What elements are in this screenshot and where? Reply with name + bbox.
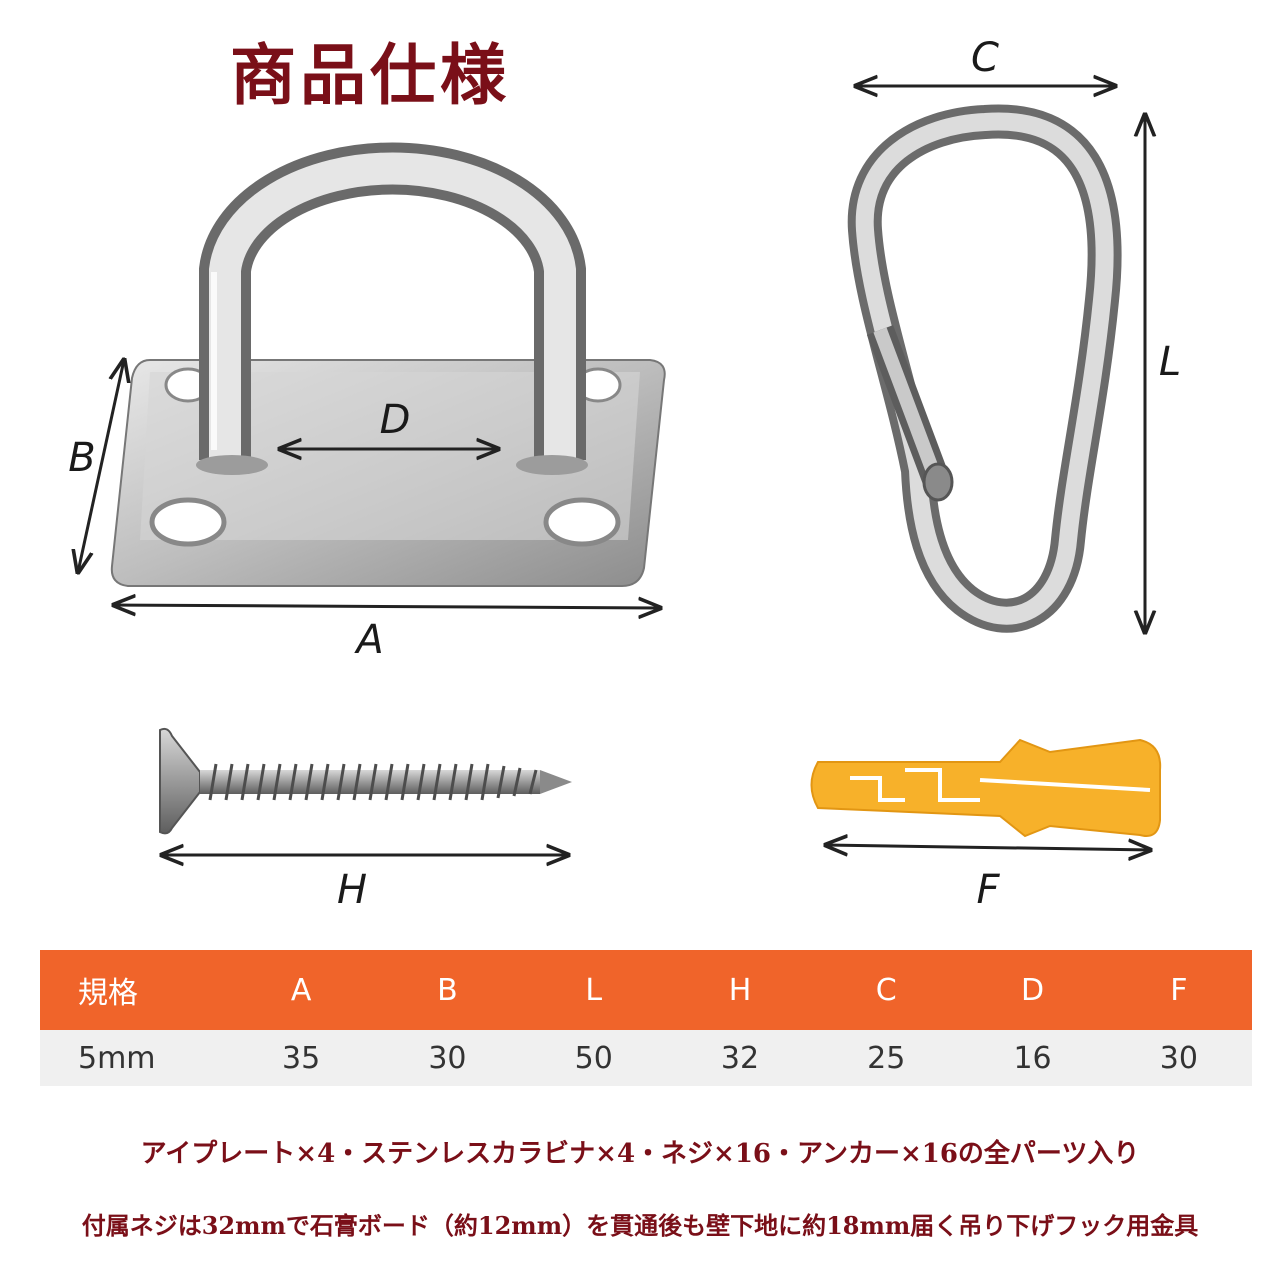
- dimension-label-d: D: [379, 397, 411, 443]
- spec-table-header-row: 規格 A B L H C D F: [40, 950, 1252, 1030]
- dimension-label-h: H: [336, 867, 368, 913]
- page-title: 商品仕様: [230, 37, 510, 114]
- table-cell: 32: [666, 1030, 814, 1086]
- product-illustrations: [0, 0, 1162, 940]
- screw-image: [159, 727, 572, 835]
- header-cell: L: [520, 950, 667, 1030]
- carabiner-image: [847, 104, 1122, 633]
- header-cell: A: [228, 950, 375, 1030]
- table-cell: 30: [374, 1030, 521, 1086]
- spec-table: 規格 A B L H C D F 5mm 35 30 50 32 25 16 3…: [40, 950, 1252, 1086]
- header-cell: B: [374, 950, 521, 1030]
- dimension-label-c: C: [971, 35, 999, 81]
- screw-length-note: 付属ネジは32mmで石膏ボード（約12mm）を貫通後も壁下地に約18mm届く吊り…: [81, 1211, 1199, 1240]
- dimension-arrows: [78, 86, 1150, 855]
- table-cell: 35: [228, 1030, 375, 1086]
- header-cell: F: [1105, 950, 1252, 1030]
- contents-note: アイプレート×4・ステンレスカラビナ×4・ネジ×16・アンカー×16の全パーツ入…: [140, 1139, 1140, 1169]
- eye-plate-image: [110, 142, 666, 587]
- table-cell: 50: [520, 1030, 667, 1086]
- header-cell: C: [813, 950, 960, 1030]
- anchor-image: [810, 738, 1162, 838]
- table-cell: 25: [813, 1030, 960, 1086]
- header-cell: 規格: [40, 950, 228, 1030]
- dimension-label-a: A: [356, 617, 384, 663]
- dimension-label-b: B: [68, 435, 96, 481]
- dimension-label-l: L: [1158, 339, 1182, 385]
- table-row: 5mm 35 30 50 32 25 16 30: [40, 1030, 1252, 1086]
- table-cell: 16: [959, 1030, 1106, 1086]
- header-cell: D: [959, 950, 1106, 1030]
- table-cell: 30: [1105, 1030, 1252, 1086]
- header-cell: H: [666, 950, 814, 1030]
- table-cell: 5mm: [40, 1030, 228, 1086]
- dimension-label-f: F: [976, 867, 1000, 913]
